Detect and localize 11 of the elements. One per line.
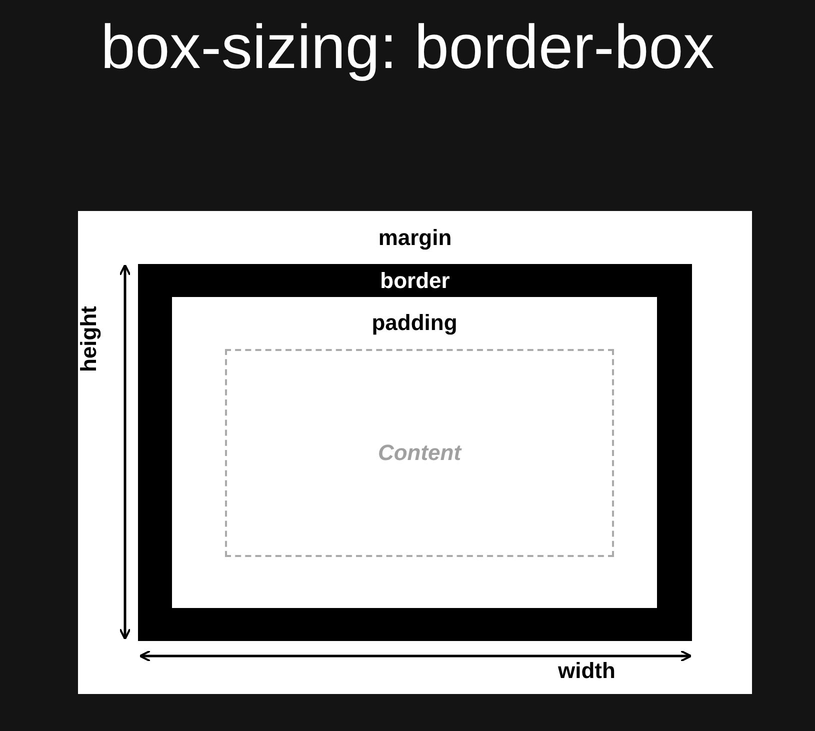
- box-label: border: [379, 269, 451, 294]
- dimension-label: width: [558, 658, 616, 684]
- border-box: [138, 264, 692, 641]
- dimension-label: height: [76, 306, 102, 372]
- diagram-title: box-sizing: border-box: [100, 12, 716, 84]
- box-label: Content: [376, 441, 463, 466]
- box-label: margin: [377, 226, 453, 250]
- box-label: padding: [370, 311, 458, 336]
- margin-box: [78, 211, 752, 694]
- content-box: [225, 349, 614, 557]
- padding-box: [172, 297, 657, 608]
